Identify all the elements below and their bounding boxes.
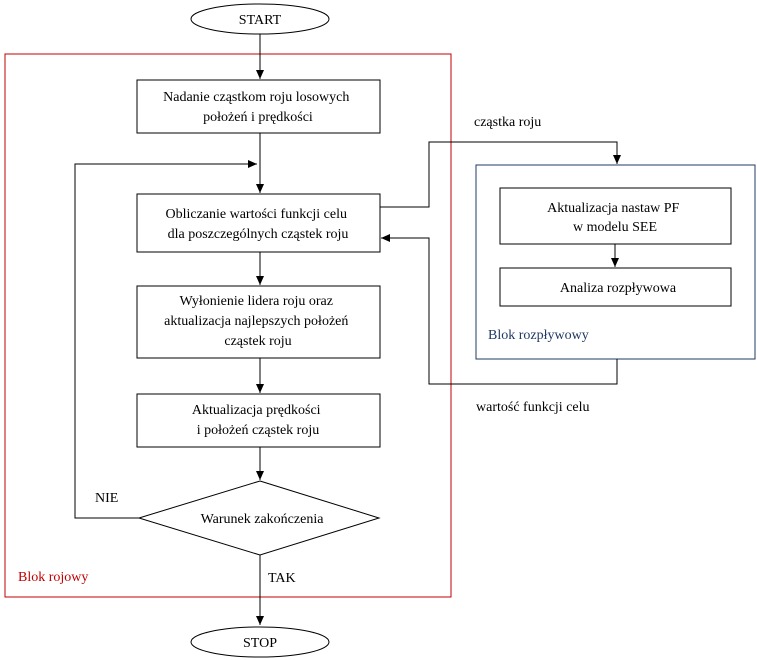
update-line-1: Aktualizacja prędkości [192,403,321,418]
flow-analysis-text: Analiza rozpływowa [560,281,677,296]
leader-process-text: Wyłonienie lidera roju oraz aktualizacja… [164,294,352,349]
objective-value-label: wartość funkcji celu [476,400,590,415]
pf-update-text: Aktualizacja nastaw PF w modelu SEE [547,201,683,235]
update-process-text: Aktualizacja prędkości i położeń cząstek… [192,403,324,438]
evaluate-line-2: dla poszczególnych cząstek roju [168,227,349,242]
stop-terminal [190,626,330,658]
leader-process-box [136,285,381,359]
swarm-block-label: Blok rojowy [18,570,88,585]
arrow-value-to-evaluate [381,234,618,385]
pf-update-line-1: Aktualizacja nastaw PF [547,201,679,216]
leader-line-2: aktualizacja najlepszych położeń [164,314,348,329]
leader-line-1: Wyłonienie lidera roju oraz [180,294,333,309]
particle-label: cząstka roju [474,115,541,130]
init-process-text: Nadanie cząstkom roju losowych położeń i… [163,90,353,125]
evaluate-process-text: Obliczanie wartości funkcji celu dla pos… [165,207,350,242]
arrow-particle-to-flow [380,141,621,208]
update-line-2: i położeń cząstek roju [197,423,319,438]
init-line-1: Nadanie cząstkom roju losowych [163,90,349,105]
flow-block-frame [475,164,756,360]
leader-line-3: cząstek roju [224,334,291,349]
swarm-block-frame [4,53,452,598]
init-process-box [136,79,381,134]
yes-label: TAK [268,571,296,586]
pf-update-box [499,187,732,245]
loop-no-path [74,160,257,519]
init-line-2: położeń i prędkości [203,110,313,125]
flow-block-label: Blok rozpływowy [488,328,589,343]
pf-update-line-2: w modelu SEE [573,220,657,235]
flow-analysis-box [499,267,732,307]
evaluate-line-1: Obliczanie wartości funkcji celu [165,207,347,222]
update-process-box [136,393,381,448]
condition-text: Warunek zakończenia [201,512,325,527]
start-label: START [239,13,282,28]
no-label: NIE [95,491,118,506]
stop-label: STOP [243,636,277,651]
evaluate-process-box [136,193,381,253]
